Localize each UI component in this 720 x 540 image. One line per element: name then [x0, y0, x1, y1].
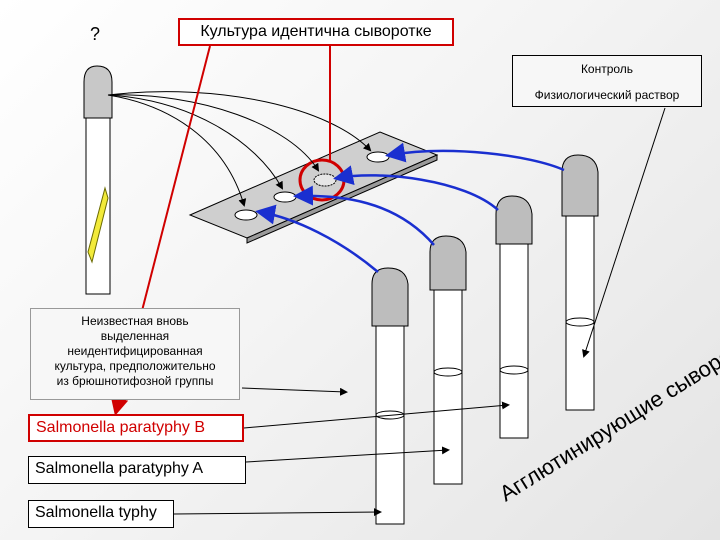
saline-label: Физиологический раствор: [534, 88, 680, 102]
unknown-culture-box: Неизвестная вновь выделенная неидентифиц…: [30, 308, 240, 400]
serum-arrows: [255, 142, 565, 273]
glass-slide: [188, 131, 439, 244]
label-paratyphy-a: Salmonella paratyphy A: [28, 456, 246, 484]
unknown-line: из брюшнотифозной группы: [56, 374, 214, 388]
culture-tube: [83, 65, 113, 295]
culture-arrows: [107, 91, 372, 207]
title-box: Культура идентична сыворотке: [178, 18, 454, 46]
label-paratyphy-b: Salmonella paratyphy B: [28, 414, 244, 442]
label-typhy: Salmonella typhy: [28, 500, 174, 528]
unknown-line: выделенная: [100, 329, 170, 343]
control-label: Контроль: [580, 62, 634, 76]
serum-tubes: [371, 154, 599, 525]
unknown-line: Неизвестная вновь: [81, 314, 189, 328]
question-mark: ?: [90, 24, 101, 44]
label-pointers: [173, 107, 666, 517]
unknown-line: неидентифицированная: [67, 344, 203, 358]
control-box: Контроль Физиологический раствор: [512, 55, 702, 107]
unknown-line: культура, предположительно: [54, 359, 216, 373]
